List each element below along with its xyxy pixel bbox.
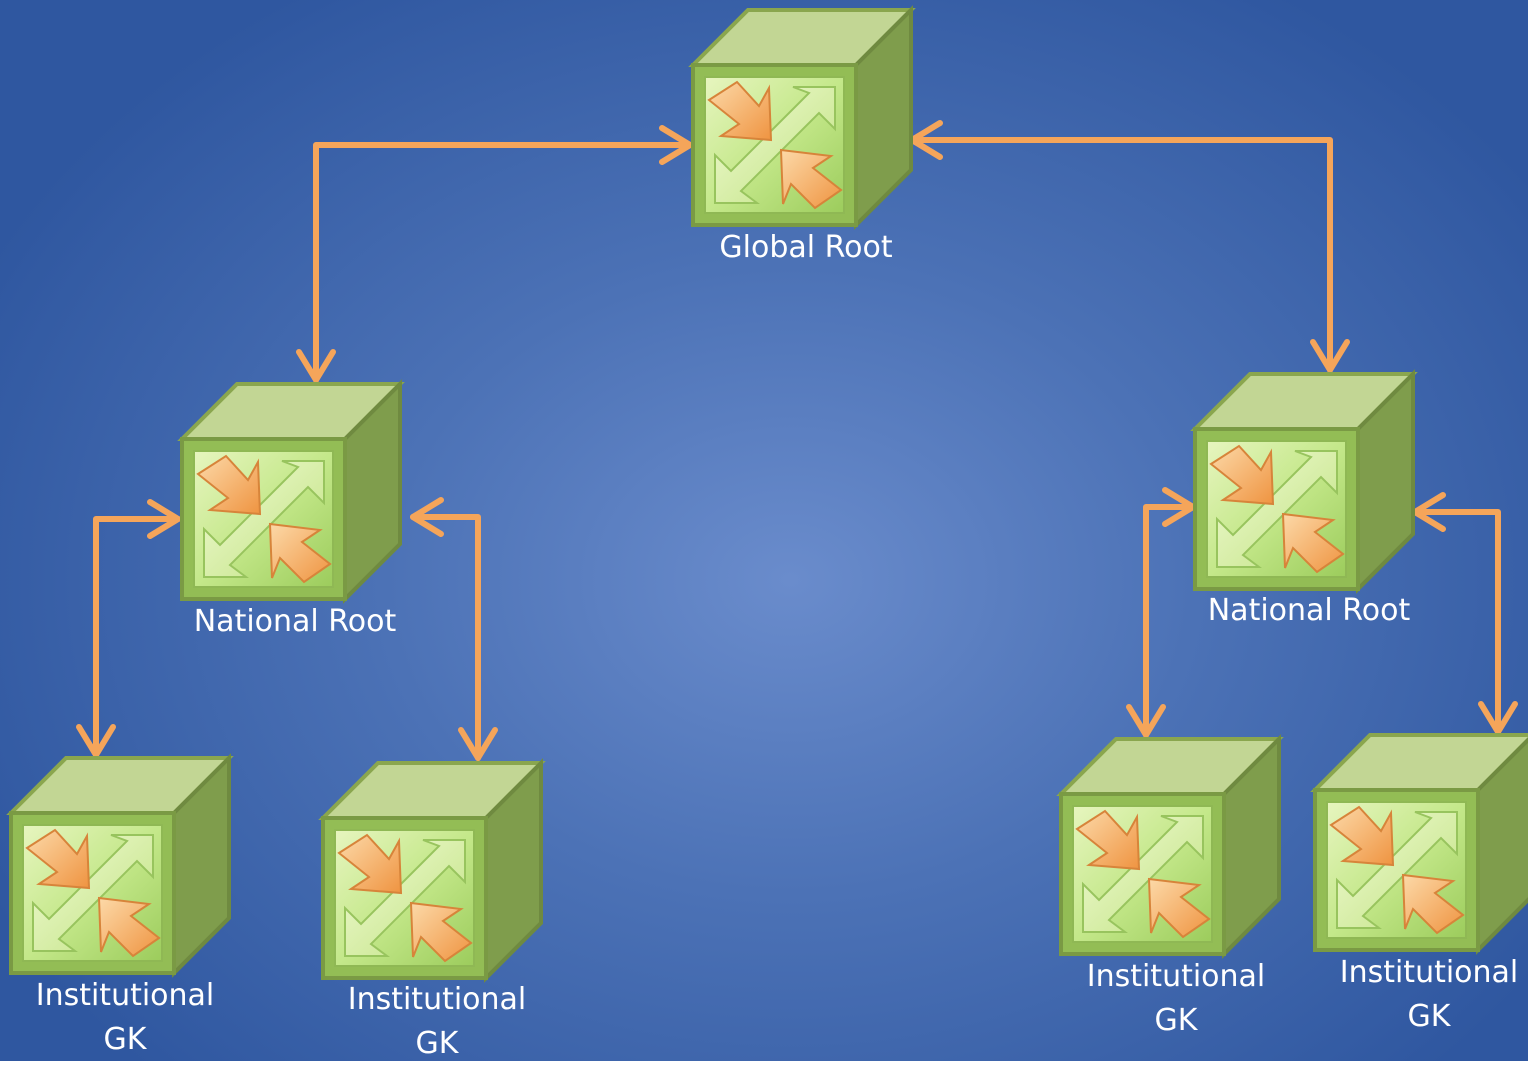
arrowhead (1310, 339, 1350, 373)
institutional-gk-1-cube-icon (9, 756, 231, 975)
arrowhead (659, 125, 693, 165)
arrowhead (1478, 701, 1518, 735)
label-line: National Root (1207, 593, 1411, 628)
connector-global-national-left (313, 142, 692, 383)
arrowhead (1126, 704, 1166, 738)
label-line: GK (1407, 999, 1451, 1034)
label-line: Global Root (719, 230, 893, 265)
node-label-institutional-gk-4: Institutional GK (1340, 951, 1519, 1039)
node-label-global-root: Global Root (719, 226, 892, 270)
label-line: National Root (193, 604, 397, 639)
connector-national-left-gk-1 (93, 516, 181, 758)
arrowhead (296, 349, 336, 383)
global-root-cube-icon (691, 8, 913, 227)
label-line: Institutional (1339, 955, 1519, 990)
arrowhead (1412, 492, 1446, 532)
arrowhead (410, 497, 444, 537)
node-label-institutional-gk-2: Institutional GK (348, 978, 527, 1066)
connector-national-right-gk-3 (1143, 504, 1196, 738)
institutional-gk-4-cube-icon (1313, 733, 1528, 952)
label-line: GK (415, 1026, 459, 1061)
arrowhead (458, 727, 498, 761)
arrowhead (76, 724, 116, 758)
national-root-left-cube-icon (180, 382, 402, 601)
institutional-gk-3-cube-icon (1059, 737, 1281, 956)
connector-national-right-gk-4 (1412, 509, 1501, 735)
institutional-gk-2-cube-icon (321, 761, 543, 980)
label-line: Institutional (1086, 959, 1266, 994)
connector-global-national-right (910, 137, 1333, 373)
connector-national-left-gk-2 (410, 514, 481, 761)
arrowhead (147, 499, 181, 539)
node-label-national-root-right: National Root (1208, 589, 1411, 633)
node-label-institutional-gk-3: Institutional GK (1087, 955, 1266, 1043)
label-line: GK (103, 1022, 147, 1057)
label-line: Institutional (35, 978, 215, 1013)
national-root-right-cube-icon (1193, 372, 1415, 591)
label-line: Institutional (347, 982, 527, 1017)
label-line: GK (1154, 1003, 1198, 1038)
node-label-institutional-gk-1: Institutional GK (36, 974, 215, 1062)
node-label-national-root-left: National Root (194, 600, 397, 644)
